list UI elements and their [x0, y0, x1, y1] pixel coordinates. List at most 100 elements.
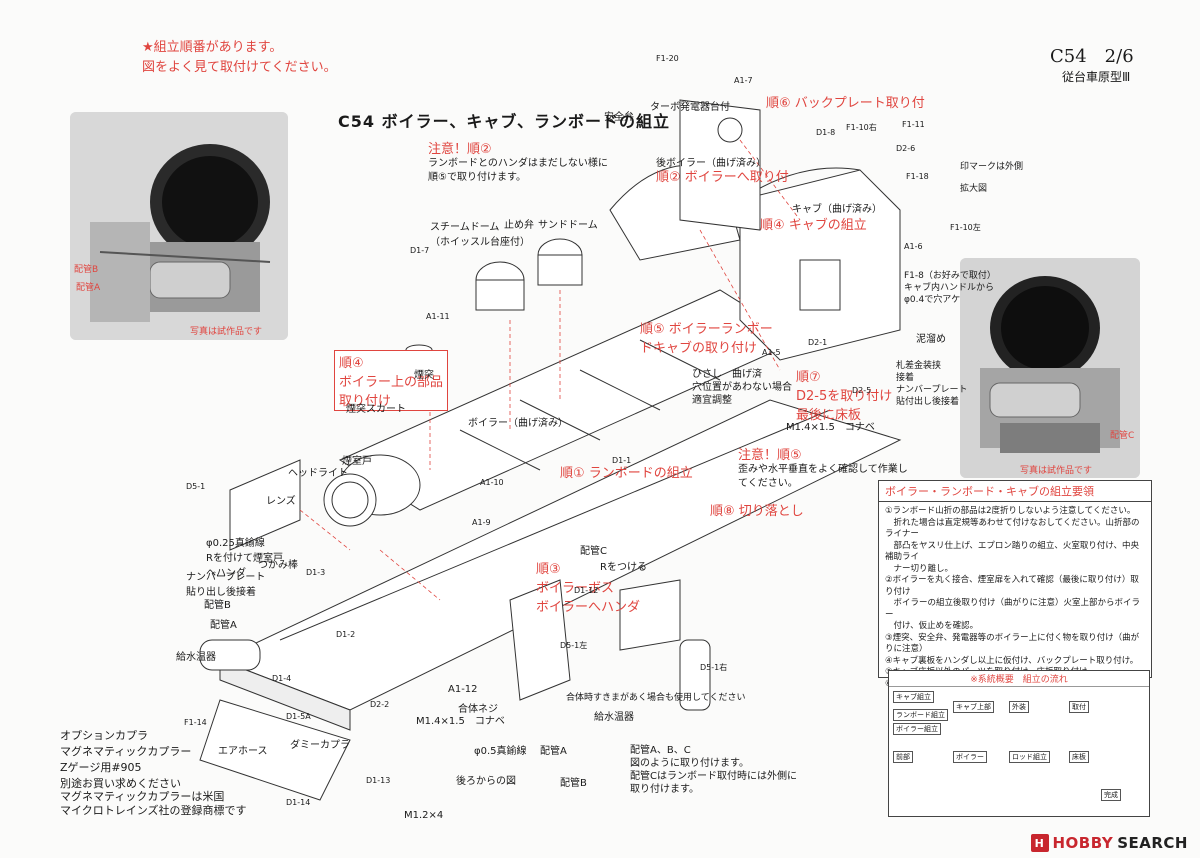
label-plate-note: 札差金装挟 接着 ナンバープレート 貼付出し後接着	[896, 360, 967, 408]
photo2-caption: 配管C	[1110, 431, 1135, 441]
assembly-flow-title: ※系統概要 組立の流れ	[889, 671, 1149, 687]
label-screw-2: M1.4×1.5 コナベ	[786, 422, 875, 433]
part-code: F1-20	[656, 54, 679, 63]
trademark-line-2: マイクロトレインズ社の登録商標です	[60, 804, 247, 817]
label-cutout: F1-8（お好みで取付） キャブ内ハンドルから φ0.4で穴アケ	[904, 270, 996, 306]
flow-box: ボイラー	[953, 751, 987, 763]
guide-item: ボイラーの組立後取り付け（曲がりに注意）火室上部からボイラー	[885, 598, 1141, 620]
label-boiler: ボイラー（曲げ済み）	[468, 418, 568, 429]
part-code: D2-2	[370, 700, 390, 709]
sheet-subtitle: 従台車原型Ⅲ	[1062, 70, 1131, 84]
guide-item: ①ランボード山折の部品は2度折りしないよう注意してください。	[885, 506, 1136, 516]
label-chimney-skirt: 煙突スカート	[346, 404, 406, 415]
label-cab: キャブ（曲げ済み）	[792, 204, 882, 215]
guide-item: 付け、仮止めを確認。	[885, 621, 979, 631]
step-2-label: 順② ボイラーへ取り付	[656, 170, 789, 185]
flow-box: 完成	[1101, 789, 1121, 801]
photo-front-left-drawing	[70, 112, 288, 340]
label-a1-12: A1-12	[448, 684, 478, 695]
optional-coupler-note: オプションカプラ マグネマティックカプラー Zゲージ用#905 別途お買い求めく…	[60, 728, 191, 792]
caution-5-text-1: 歪みや水平垂直をよく確認して作業し	[738, 464, 908, 475]
part-code: D1-13	[366, 776, 391, 785]
step-2: 順② ボイラーへ取り付	[656, 166, 789, 185]
guide-item: ナー切り離し。	[885, 563, 954, 574]
label-screw-3: M1.2×4	[404, 810, 444, 821]
label-number-plate-2: 貼り出し後接着	[186, 587, 256, 598]
part-code: D1-5A	[286, 712, 311, 721]
flow-box: 前部	[893, 751, 913, 763]
label-plate-note-4: 貼付出し後接着	[896, 397, 960, 407]
caution-2: 注意！順② ランボードとのハンダはまだしない様に 順⑤で取り付けます。	[428, 138, 608, 185]
label-dummy-coupler: ダミーカプラ	[290, 740, 350, 751]
label-pipe-a: 配管A	[210, 620, 237, 631]
label-plate-note-2: 接着	[896, 373, 915, 383]
label-cutout-2: キャブ内ハンドルから	[904, 283, 995, 293]
part-code: D1-12	[574, 586, 599, 595]
label-hisashi-1: ひさし 曲げ済	[692, 369, 762, 380]
label-grab: つかみ棒	[258, 560, 298, 571]
label-pipes-abc: 配管A、B、C 図のように取り付けます。 配管Cはランボード取付時には外側に 取…	[630, 744, 797, 796]
optional-line-1: オプションカプラ	[60, 729, 148, 742]
part-code: D5-1	[186, 482, 206, 491]
trademark-line-1: マグネマティックカプラーは米国	[60, 790, 225, 803]
label-gap-note: 合体時すきまがあく場合も使用してください	[566, 693, 746, 703]
part-code: F1-10右	[846, 123, 877, 132]
caution-2-text-1: ランボードとのハンダはまだしない様に	[428, 158, 608, 169]
guide-item: 部凸をヤスリ仕上げ、エプロン踏りの組立、火室取り付け、中央補助ライ	[885, 540, 1139, 563]
trademark-note: マグネマティックカプラーは米国 マイクロトレインズ社の登録商標です	[60, 790, 247, 818]
part-code: A1-9	[472, 518, 491, 527]
label-combine-screw: 合体ネジ	[458, 704, 498, 715]
label-cutout-1: F1-8（お好みで取付）	[904, 271, 996, 281]
exploded-diagram	[199, 99, 902, 801]
label-number-plate-1: ナンバープレート	[186, 572, 266, 583]
part-code: D1-2	[336, 630, 356, 639]
flow-box: ボイラー組立	[893, 723, 941, 735]
step-7-line-2: D2-5を取り付け	[796, 389, 893, 404]
flow-box: ロッド組立	[1009, 751, 1050, 763]
label-number-plate: ナンバープレート 貼り出し後接着	[186, 568, 265, 598]
part-code: D1-3	[306, 568, 326, 577]
optional-line-3: Zゲージ用#905	[60, 761, 142, 774]
step-4: 順④ ボイラー上の部品 取り付け	[334, 350, 449, 411]
step-8: 順⑧ 切り落とし	[710, 500, 804, 519]
label-pipes-abc-2: 図のように取り付けます。	[630, 758, 749, 769]
label-hisashi-3: 適宜調整	[692, 395, 732, 406]
label-air-hose: エアホース	[218, 746, 268, 757]
label-sand-dome: サンドドーム	[538, 220, 598, 231]
label-pipe-b-2: 配管B	[560, 778, 587, 789]
step-4b: 順④ キャブの組立	[760, 214, 867, 233]
part-code: D1-14	[286, 798, 311, 807]
assembly-guide-list: ①ランボード山折の部品は2度折りしないよう注意してください。 折れた場合は直定規…	[885, 506, 1147, 690]
label-handrail-1: φ0.25真鍮線	[206, 538, 265, 549]
page-title: C54 ボイラー、キャブ、ランボードの組立	[338, 112, 670, 131]
label-headlight: ヘッドライト	[288, 468, 348, 479]
part-code: D5-1右	[700, 663, 728, 672]
label-hisashi: ひさし 曲げ済 穴位置があわない場合 適宜調整	[692, 368, 792, 407]
label-handrail-3: へハンダ	[206, 568, 246, 579]
assembly-flow: ※系統概要 組立の流れ キャブ組立ランボード組立ボイラー組立キャブ上部外装取付前…	[888, 670, 1150, 817]
label-pipes-abc-1: 配管A、B、C	[630, 745, 691, 756]
label-pipe-a-2: 配管A	[540, 746, 567, 757]
optional-line-2: マグネマティックカプラー	[60, 745, 192, 758]
photo2-note: 写真は試作品です	[1020, 466, 1093, 476]
hobbysearch-logo: H HOBBY SEARCH	[1030, 834, 1189, 852]
part-code: F1-11	[902, 120, 925, 129]
part-code: A1-7	[734, 76, 753, 85]
step-7: 順⑦ D2-5を取り付け 最後に床板	[796, 366, 892, 423]
step-4-line-3: 取り付け	[339, 394, 392, 409]
step-5-label-2: ドキャブの取り付け	[640, 341, 758, 356]
step-7-line-3: 最後に床板	[796, 408, 862, 423]
step-4b-label: 順④ キャブの組立	[760, 218, 867, 233]
notice-line-2: 図をよく見て取付けてください。	[142, 60, 337, 75]
label-steam-dome: スチームドーム （ホイッスル台座付）	[430, 218, 530, 248]
label-plate-note-1: 札差金装挟	[896, 361, 942, 371]
optional-line-4: 別途お買い求めください	[60, 777, 181, 790]
label-steam-dome-2: （ホイッスル台座付）	[430, 237, 530, 248]
guide-item: ②ボイラーを丸く接合、煙室扉を入れて確認（最後に取り付け）取り付け	[885, 575, 1139, 597]
label-hisashi-2: 穴位置があわない場合	[692, 382, 792, 393]
photo1-caption-a: 配管A	[76, 283, 101, 293]
part-code: D1-8	[816, 128, 836, 137]
step-3-line-2: ボイラーボス	[536, 581, 615, 596]
label-turbo: ターボ発電器台付	[650, 102, 730, 113]
sheet-code: C54 2/6	[1050, 46, 1134, 67]
